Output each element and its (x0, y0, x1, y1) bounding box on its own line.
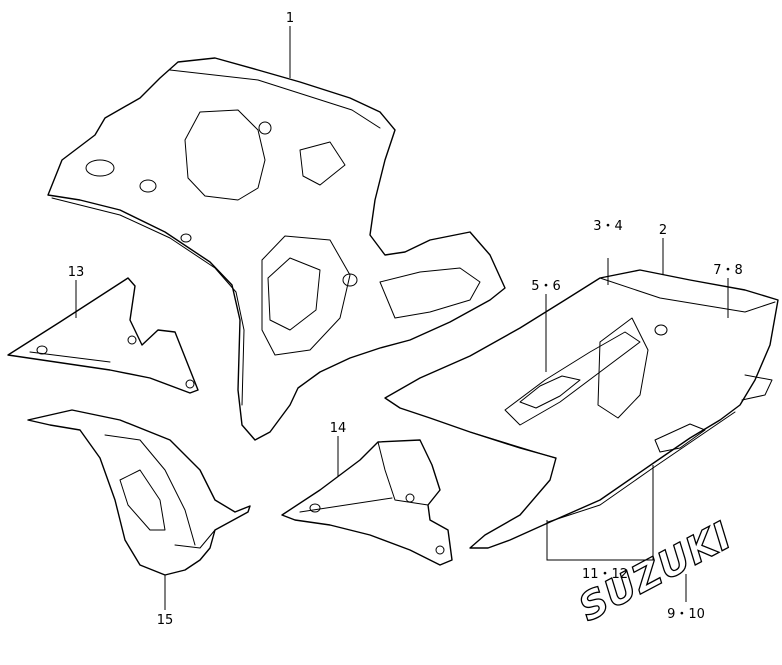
callout-15: 15 (157, 613, 174, 628)
callout-14: 14 (330, 421, 347, 436)
part-1-side-cowling (47, 57, 506, 441)
callout-13: 13 (68, 265, 85, 280)
callout-11-12: 11・12 (582, 567, 628, 582)
part-2-under-cowling (384, 269, 779, 549)
callout-5-6: 5・6 (531, 279, 561, 294)
callout-1: 1 (286, 11, 294, 26)
part-13-inner-panel (7, 277, 199, 394)
part-14-inner-lower-panel (281, 439, 453, 566)
callout-2: 2 (659, 223, 667, 238)
callout-7-8: 7・8 (713, 263, 743, 278)
callout-9-10: 9・10 (667, 607, 705, 622)
callout-3-4: 3・4 (593, 219, 623, 234)
leader-11-12 (546, 465, 654, 561)
part-15-lower-panel (27, 409, 251, 576)
callout-labels: 1 2 3・4 5・6 7・8 9・10 11・12 13 14 15 (68, 11, 743, 628)
leader-lines (75, 26, 729, 610)
